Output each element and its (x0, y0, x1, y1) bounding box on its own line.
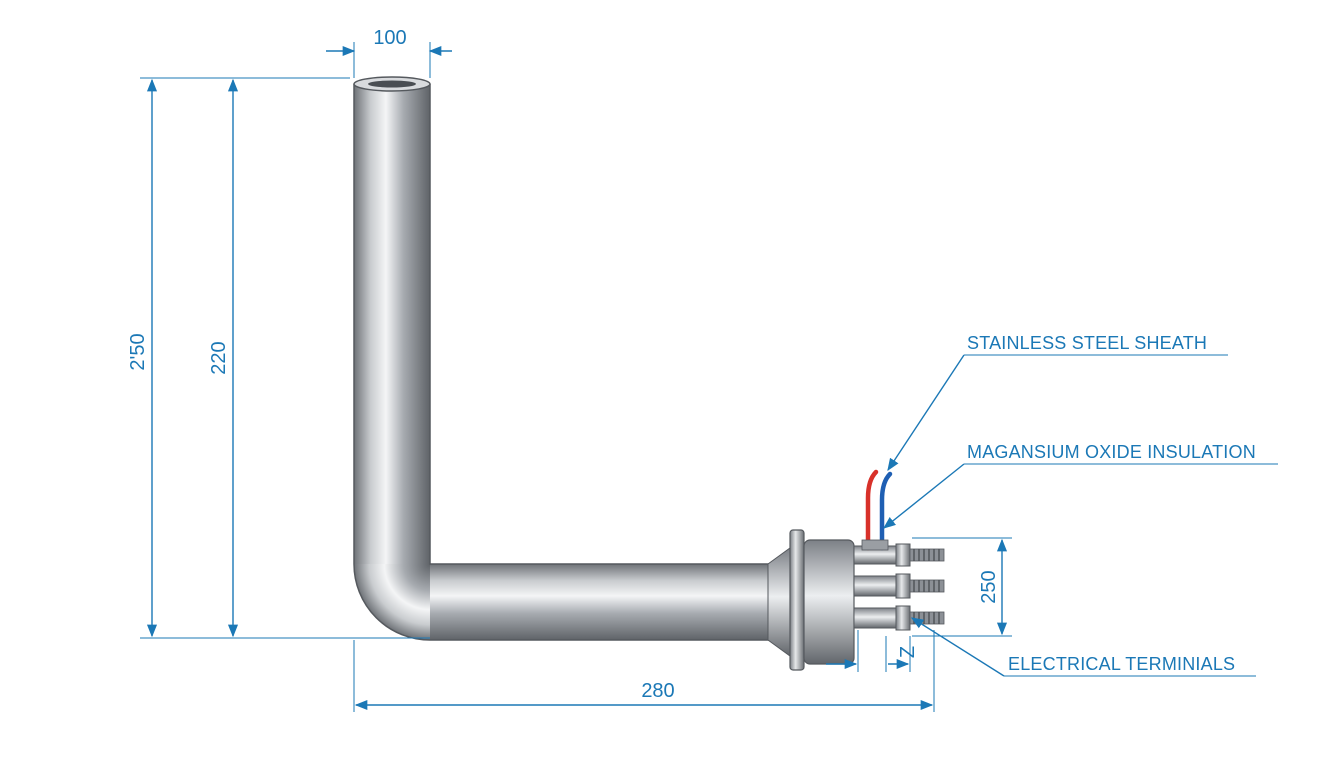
tube-bend (354, 564, 430, 640)
top-width-label: 100 (373, 27, 406, 49)
red-wire (865, 469, 879, 551)
dimension-terminal-height: 250 (912, 537, 1012, 637)
callout-insulation: MAGANSIUM OXIDE INSULATION (883, 442, 1278, 529)
dimension-overall-length: 280 (353, 630, 935, 712)
tube-outline (353, 84, 775, 641)
heating-tube (353, 76, 791, 657)
tube-vertical-leg (354, 84, 430, 564)
terminal-stud-bottom (853, 605, 945, 631)
tube-top-bore (368, 80, 416, 88)
dimension-small-offset: Z (826, 630, 919, 672)
callout-terminals-text: ELECTRICAL TERMINIALS (1008, 654, 1235, 674)
callout-sheath: STAINLESS STEEL SHEATH (887, 333, 1228, 472)
terminal-head (789, 469, 945, 671)
inner-height-label: 220 (208, 341, 230, 374)
tube-taper (767, 547, 791, 657)
callout-terminals: ELECTRICAL TERMINIALS (910, 617, 1256, 677)
flange-plate (789, 529, 805, 671)
tube-horizontal-leg (430, 564, 775, 640)
flange-hub (803, 539, 855, 665)
terminal-height-label: 250 (978, 570, 1000, 603)
terminal-stud-top (853, 543, 945, 567)
outer-height-label: 2ʹ50 (127, 333, 149, 370)
overall-length-label: 280 (641, 680, 674, 702)
small-offset-label: Z (897, 646, 919, 658)
wire-ferrules (861, 539, 889, 551)
dimension-top-width: 100 (326, 27, 452, 78)
callout-sheath-text: STAINLESS STEEL SHEATH (967, 333, 1207, 353)
dimension-outer-height: 2ʹ50 (127, 77, 430, 639)
terminal-stud-middle (853, 573, 945, 599)
dimension-inner-height: 220 (208, 78, 239, 638)
blue-wire (879, 471, 893, 551)
callout-insulation-text: MAGANSIUM OXIDE INSULATION (967, 442, 1256, 462)
